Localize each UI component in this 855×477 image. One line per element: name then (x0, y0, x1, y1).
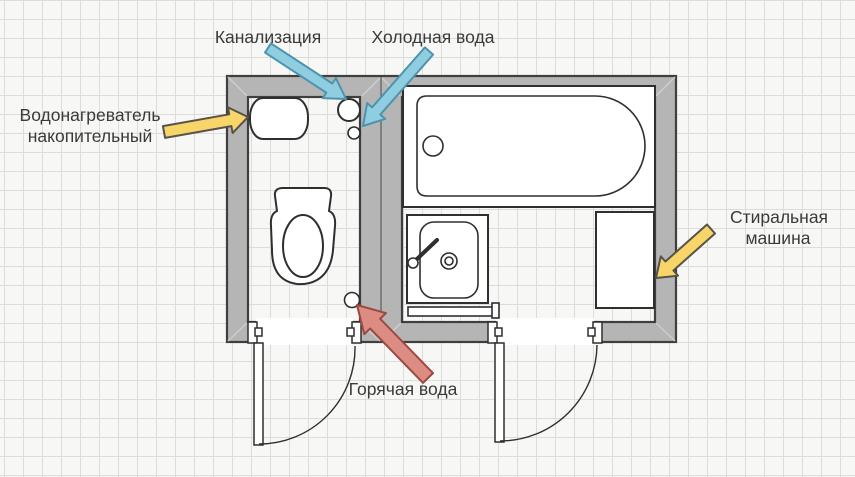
toilet-bowl (282, 214, 324, 278)
toilet-door-swing-arc (258, 345, 356, 445)
bathroom-door-swing-arc (499, 344, 598, 442)
sewerage-arrow-icon (264, 42, 347, 100)
corner-bevel (227, 322, 248, 342)
toilet-room (249, 97, 361, 309)
wall-bottom-bath-left (402, 322, 497, 342)
annotation-labels: Канализация Холодная вода Водонагревател… (20, 27, 829, 399)
wall-right (655, 76, 676, 342)
hot-water-pipe (343, 291, 361, 309)
water-heater-arrow-icon (161, 106, 249, 139)
bathroom-door-leaf (494, 342, 505, 443)
bathtub-drain (422, 135, 444, 157)
bathtub-inner (416, 95, 646, 197)
hot-water-label: Горячая вода (349, 379, 458, 399)
door-jamb-stop (346, 327, 355, 337)
water-heater-label-line2: накопительный (28, 126, 153, 146)
bathroom-door (494, 342, 598, 443)
washing-machine-arrow-icon (655, 223, 716, 279)
door-jamb-stop (587, 327, 596, 337)
washing-machine-label-line2: машина (746, 228, 811, 248)
corner-bevel (655, 76, 676, 97)
corner-bevel (227, 76, 248, 97)
water-heater (249, 97, 309, 140)
corner-bevel (655, 322, 676, 342)
bathroom (402, 85, 656, 319)
toilet-door-opening (256, 318, 353, 345)
sewerage-label: Канализация (215, 27, 321, 47)
plan-outer-outline (225, 74, 678, 344)
cold-water-label: Холодная вода (372, 27, 495, 47)
cold-water-pipe (347, 126, 361, 140)
water-heater-label-line1: Водонагреватель (20, 105, 161, 125)
sink-faucet-base (407, 257, 419, 269)
door-frames (247, 321, 603, 344)
toilet-door (253, 342, 356, 446)
washing-machine (595, 211, 655, 309)
corner-bevel (361, 77, 381, 97)
washing-machine-label-line1: Стиральная (730, 207, 828, 227)
door-jamb-stop (494, 327, 503, 337)
annotation-arrows (161, 42, 716, 384)
wall-left (227, 76, 248, 342)
sewer-riser-pipe (337, 98, 361, 122)
toilet-door-leaf (253, 342, 264, 446)
cold-water-arrow-icon (362, 46, 435, 127)
door-jamb-stop (254, 327, 263, 337)
hot-water-arrow-icon (356, 304, 434, 384)
door-frame-post (491, 302, 500, 319)
bathroom-door-opening (496, 318, 594, 345)
sink-faucet-lever (415, 238, 439, 261)
under-sink-panel (407, 306, 494, 317)
wall-bottom-bath-right (593, 322, 655, 342)
sink-drain-inner (444, 256, 454, 266)
